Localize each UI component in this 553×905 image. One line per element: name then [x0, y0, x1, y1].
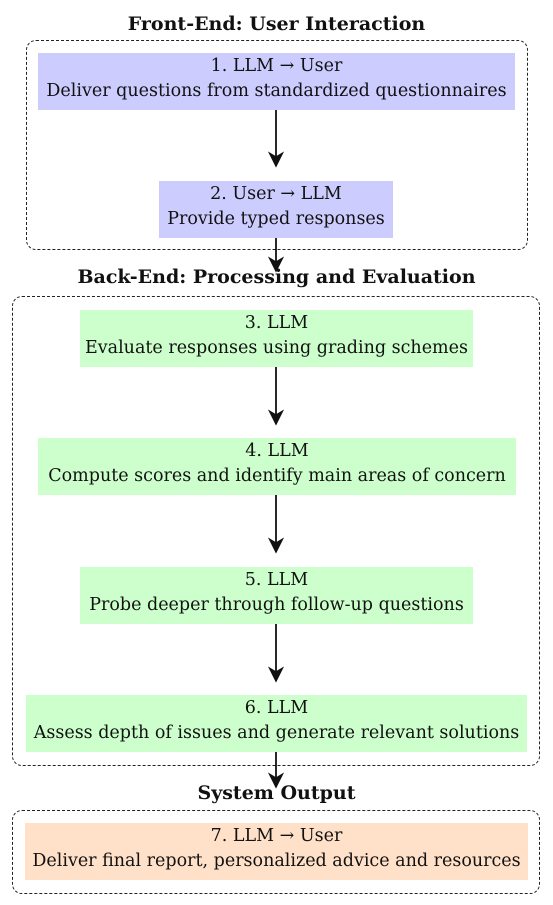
- system-output-title: System Output: [197, 782, 356, 804]
- step-3-text: Evaluate responses using grading schemes: [84, 338, 468, 358]
- step-1-text: Deliver questions from standardized ques…: [46, 81, 507, 101]
- step-5-node: 5. LLM Probe deeper through follow-up qu…: [80, 567, 473, 624]
- step-7-node: 7. LLM → User Deliver final report, pers…: [25, 823, 528, 880]
- step-6-node: 6. LLM Assess depth of issues and genera…: [26, 695, 527, 752]
- front-end-frame: [26, 40, 528, 250]
- step-2-text: Provide typed responses: [167, 209, 385, 229]
- step-5-head: 5. LLM: [244, 570, 309, 590]
- system-output-frame: [12, 810, 540, 894]
- step-6-text: Assess depth of issues and generate rele…: [33, 723, 520, 743]
- step-5-text: Probe deeper through follow-up questions: [89, 595, 464, 615]
- step-1-node: 1. LLM → User Deliver questions from sta…: [38, 53, 515, 110]
- back-end-title: Back-End: Processing and Evaluation: [77, 266, 476, 288]
- step-2-head: 2. User → LLM: [210, 184, 342, 204]
- step-2-node: 2. User → LLM Provide typed responses: [159, 181, 393, 238]
- step-7-head: 7. LLM → User: [210, 826, 343, 846]
- step-3-node: 3. LLM Evaluate responses using grading …: [80, 310, 473, 367]
- step-1-head: 1. LLM → User: [210, 56, 343, 76]
- step-4-node: 4. LLM Compute scores and identify main …: [38, 438, 516, 495]
- step-3-head: 3. LLM: [244, 313, 309, 333]
- front-end-title: Front-End: User Interaction: [127, 13, 426, 35]
- step-6-head: 6. LLM: [244, 698, 309, 718]
- step-7-text: Deliver final report, personalized advic…: [32, 851, 521, 871]
- step-4-text: Compute scores and identify main areas o…: [48, 466, 506, 486]
- step-4-head: 4. LLM: [245, 441, 309, 461]
